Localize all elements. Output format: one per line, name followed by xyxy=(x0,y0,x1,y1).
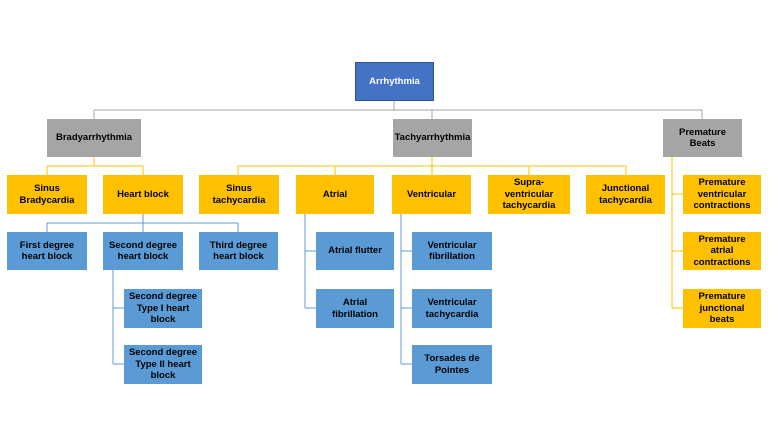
node-arrhythmia: Arrhythmia xyxy=(355,62,434,101)
node-ventricular-tachycardia: Ventricular tachycardia xyxy=(412,289,492,328)
node-tachyarrhythmia: Tachyarrhythmia xyxy=(393,119,472,157)
node-atrial: Atrial xyxy=(296,175,374,214)
node-sinus-tachycardia: Sinus tachycardia xyxy=(199,175,279,214)
node-supraventricular-tachycardia: Supra-ventricular tachycardia xyxy=(488,175,570,214)
node-atrial-flutter: Atrial flutter xyxy=(316,232,394,270)
node-premature-atrial-contractions: Premature atrial contractions xyxy=(683,232,761,270)
node-premature-ventricular-contractions: Premature ventricular contractions xyxy=(683,175,761,214)
node-heart-block: Heart block xyxy=(103,175,183,214)
node-premature-junctional-beats: Premature junctional beats xyxy=(683,289,761,328)
node-first-degree-heart-block: First degree heart block xyxy=(7,232,87,270)
node-sinus-bradycardia: Sinus Bradycardia xyxy=(7,175,87,214)
node-ventricular-fibrillation: Ventricular fibrillation xyxy=(412,232,492,270)
node-third-degree-heart-block: Third degree heart block xyxy=(199,232,278,270)
node-second-degree-type-ii: Second degree Type II heart block xyxy=(124,345,202,384)
node-second-degree-heart-block: Second degree heart block xyxy=(103,232,183,270)
node-ventricular: Ventricular xyxy=(392,175,471,214)
node-second-degree-type-i: Second degree Type I heart block xyxy=(124,289,202,328)
node-bradyarrhythmia: Bradyarrhythmia xyxy=(47,119,141,157)
node-atrial-fibrillation: Atrial fibrillation xyxy=(316,289,394,328)
node-torsades-de-pointes: Torsades de Pointes xyxy=(412,345,492,384)
node-junctional-tachycardia: Junctional tachycardia xyxy=(586,175,665,214)
node-premature-beats: Premature Beats xyxy=(663,119,742,157)
